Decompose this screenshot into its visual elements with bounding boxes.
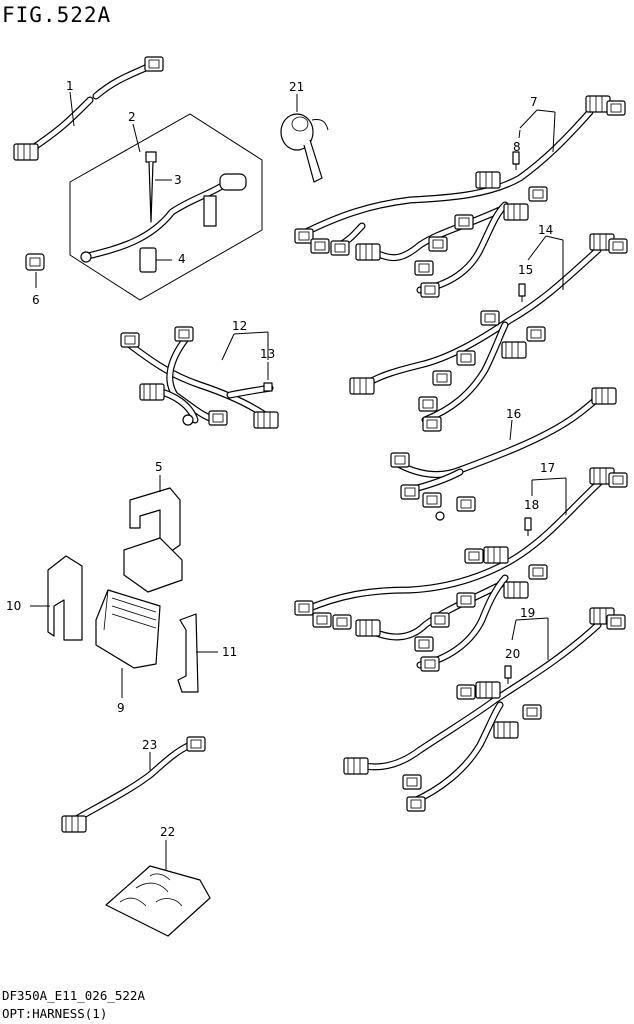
- callout-13: 13: [260, 347, 275, 361]
- part-23-harness[interactable]: [61, 736, 206, 833]
- callout-19: 19: [520, 606, 535, 620]
- figure-caption: OPT:HARNESS(1): [2, 1006, 107, 1021]
- model-code: DF350A_E11_026_522A: [2, 988, 145, 1003]
- callout-6: 6: [32, 293, 40, 307]
- callout-23: 23: [142, 738, 157, 752]
- callout-21: 21: [289, 80, 304, 94]
- part-4-clip[interactable]: [139, 247, 157, 273]
- part-10-bracket[interactable]: [47, 555, 83, 641]
- callout-15: 15: [518, 263, 533, 277]
- callout-1: 1: [66, 79, 74, 93]
- part-3-cable-tie[interactable]: [145, 151, 157, 223]
- part-1-harness[interactable]: [13, 56, 164, 161]
- part-22-bag[interactable]: [105, 865, 211, 937]
- callout-3: 3: [174, 173, 182, 187]
- part-14-harness[interactable]: [349, 233, 628, 432]
- callout-14: 14: [538, 223, 553, 237]
- part-21-grommet[interactable]: [280, 113, 329, 183]
- callout-10: 10: [6, 599, 21, 613]
- part-9-control-unit[interactable]: [95, 589, 161, 669]
- part-8-pin[interactable]: [512, 151, 520, 171]
- part-17-harness[interactable]: [294, 467, 628, 672]
- part-16-harness[interactable]: [390, 387, 617, 521]
- part-19-harness[interactable]: [343, 607, 626, 812]
- part-2-kit-box: [69, 113, 263, 301]
- callout-16: 16: [506, 407, 521, 421]
- part-2-ground-wire[interactable]: [80, 173, 247, 263]
- callout-5: 5: [155, 460, 163, 474]
- callout-7: 7: [530, 95, 538, 109]
- callout-2: 2: [128, 110, 136, 124]
- part-20-pin[interactable]: [504, 665, 512, 685]
- part-11-bracket[interactable]: [177, 613, 199, 693]
- part-15-pin[interactable]: [518, 283, 526, 303]
- callout-11: 11: [222, 645, 237, 659]
- callout-17: 17: [540, 461, 555, 475]
- callout-9: 9: [117, 701, 125, 715]
- callout-4: 4: [178, 252, 186, 266]
- callout-18: 18: [524, 498, 539, 512]
- callout-12: 12: [232, 319, 247, 333]
- part-12-harness[interactable]: [120, 326, 279, 429]
- callout-8: 8: [513, 140, 521, 154]
- part-6-cap[interactable]: [25, 253, 45, 271]
- callout-20: 20: [505, 647, 520, 661]
- part-5-bracket-cover[interactable]: [123, 487, 183, 593]
- callout-22: 22: [160, 825, 175, 839]
- figure-title: FIG.522A: [2, 3, 111, 27]
- part-18-pin[interactable]: [524, 517, 532, 537]
